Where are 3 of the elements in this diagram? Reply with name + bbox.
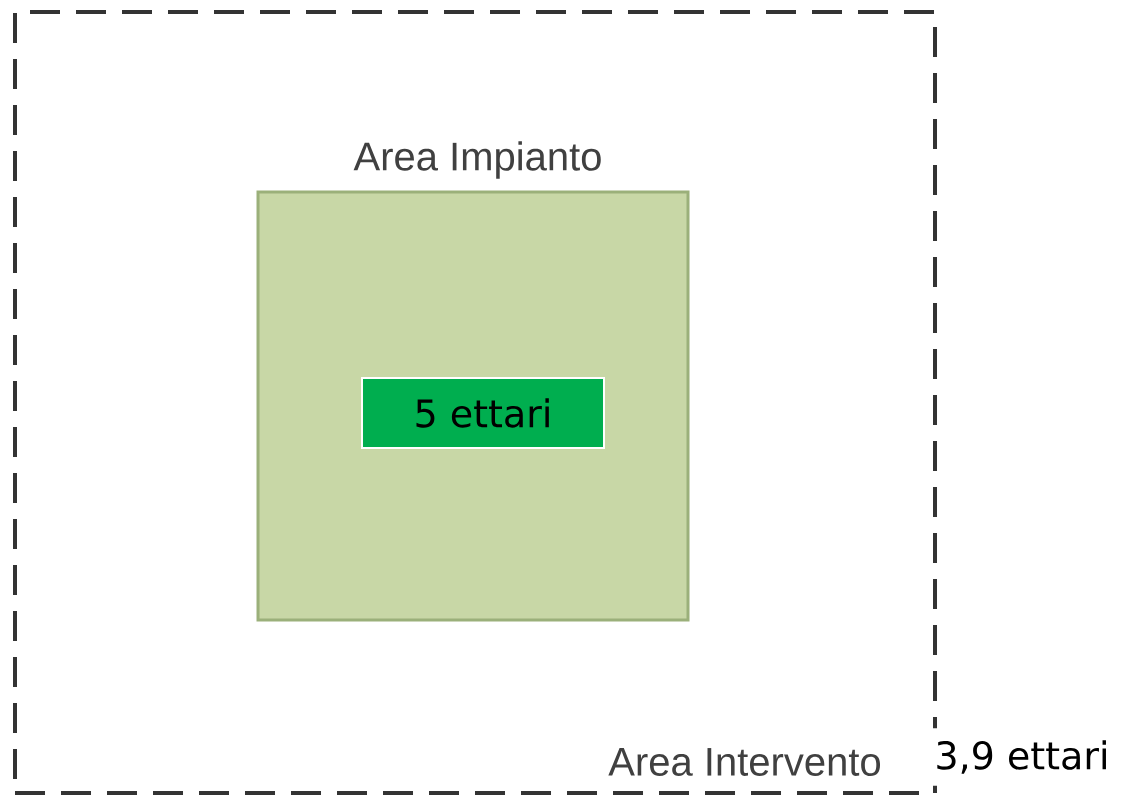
value-label: 3,9 ettari <box>924 728 1120 786</box>
value-box: 5 ettari <box>361 377 605 449</box>
node-label: Area Impianto <box>353 141 601 179</box>
